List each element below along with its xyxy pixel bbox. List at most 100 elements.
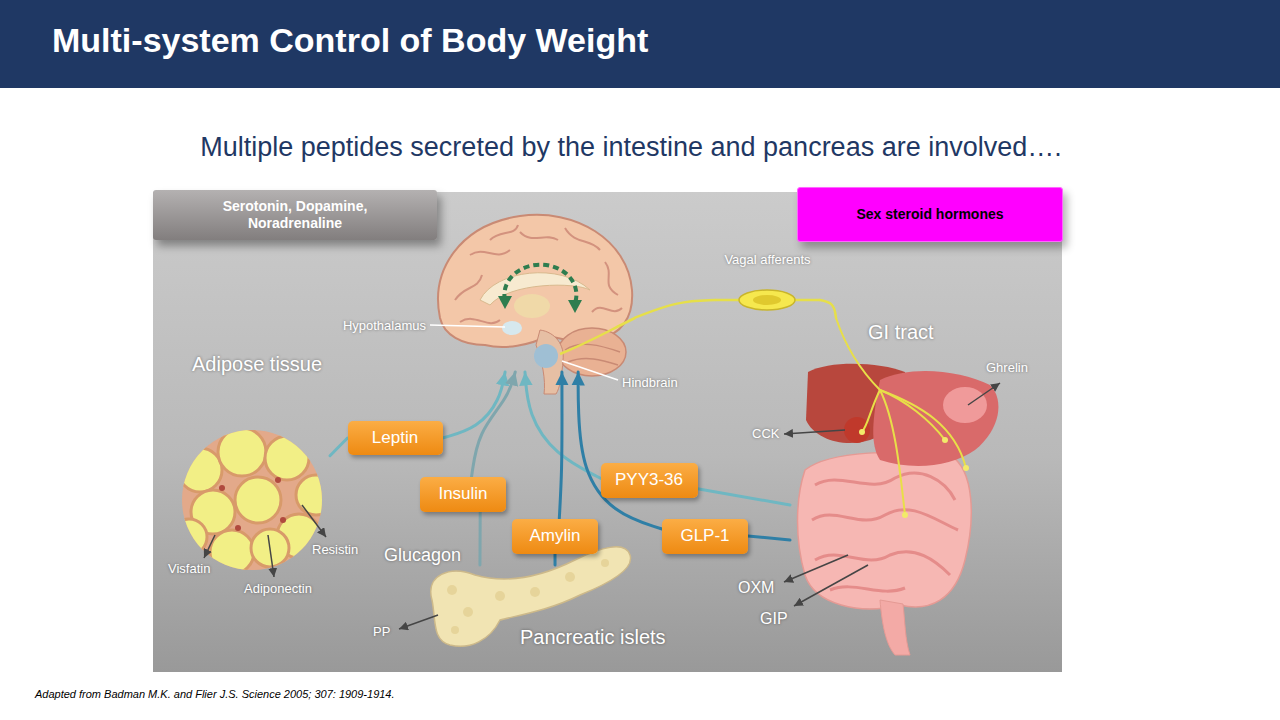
label-anchor: Adiponectin bbox=[244, 581, 312, 597]
hormone-label: CCK bbox=[752, 426, 779, 442]
signal-connector bbox=[559, 372, 562, 519]
leader-line bbox=[562, 361, 618, 380]
small-intestine bbox=[798, 452, 972, 609]
organ-label: GI tract bbox=[868, 320, 978, 344]
fat-cells bbox=[171, 428, 336, 574]
gi-tract-region: GI tract bbox=[790, 318, 985, 658]
gyrus bbox=[565, 228, 600, 250]
hormone-box: Amylin bbox=[512, 519, 598, 554]
pancreas-region: Pancreatic islets bbox=[425, 565, 683, 650]
lobule bbox=[565, 572, 575, 582]
text-anchor: Pancreatic islets bbox=[520, 625, 680, 649]
secretion-arrow bbox=[302, 505, 326, 537]
nerve-stub bbox=[793, 299, 820, 302]
adipose-region: Adipose tissue bbox=[180, 350, 330, 575]
nerve-endings bbox=[859, 429, 969, 518]
subtitle: Multiple peptides secreted by the intest… bbox=[0, 131, 1262, 163]
hindbrain-shape bbox=[534, 344, 558, 368]
label-anchor: Visfatin bbox=[168, 561, 210, 577]
nucleus bbox=[219, 485, 225, 491]
figure-panel bbox=[153, 192, 1062, 672]
ganglion bbox=[739, 290, 795, 310]
text-anchor: Hypothalamus bbox=[328, 318, 426, 334]
text-anchor: Vagal afferents bbox=[707, 252, 828, 268]
hormone-label: Resistin bbox=[312, 542, 358, 558]
signal-connector bbox=[330, 438, 348, 456]
fat-cell bbox=[178, 448, 222, 492]
hormone-label: Visfatin bbox=[168, 561, 210, 577]
gyrus bbox=[455, 275, 482, 300]
nerve-ending bbox=[942, 437, 948, 443]
lobule bbox=[495, 591, 505, 601]
organ-label: Hindbrain bbox=[622, 375, 712, 391]
gyrus bbox=[490, 225, 518, 240]
hormone-label: PP bbox=[373, 624, 390, 640]
box-label: Insulin bbox=[438, 484, 487, 504]
cerebellum bbox=[558, 328, 626, 376]
intestinal-coils bbox=[812, 473, 958, 591]
signal-connector bbox=[635, 300, 715, 318]
signal-connector bbox=[748, 536, 790, 540]
loop-arrowhead bbox=[498, 296, 512, 309]
fat-cell bbox=[210, 530, 254, 574]
hormone-box: Insulin bbox=[420, 477, 506, 512]
title-anchor: Multi-system Control of Body Weight bbox=[52, 20, 648, 61]
slide-title: Multi-system Control of Body Weight bbox=[52, 20, 648, 61]
hormone-label: OXM bbox=[738, 578, 774, 597]
stomach bbox=[873, 371, 998, 466]
hormone-label: Glucagon bbox=[384, 545, 461, 567]
hypothalamus-shape bbox=[502, 321, 522, 335]
lobule bbox=[601, 559, 609, 567]
rectum bbox=[880, 600, 910, 655]
secretion-arrow bbox=[968, 383, 1000, 405]
gyrus bbox=[470, 250, 510, 255]
signal-connector bbox=[554, 554, 557, 566]
signal-connector bbox=[820, 300, 836, 318]
loop-arrowhead bbox=[568, 300, 582, 313]
secretion-arrow bbox=[794, 565, 868, 606]
leader-line bbox=[430, 325, 505, 327]
nucleus bbox=[275, 477, 281, 483]
label-anchor: PP bbox=[373, 624, 390, 640]
hormone-box: Leptin bbox=[348, 421, 443, 455]
feedback-loop bbox=[504, 265, 576, 303]
box-label: Leptin bbox=[372, 428, 418, 448]
title-bar bbox=[0, 0, 1280, 88]
cerebrum bbox=[438, 215, 632, 347]
nerve-ending bbox=[859, 429, 865, 435]
organ-label: Adipose tissue bbox=[192, 352, 332, 376]
caption-anchor: Adapted from Badman M.K. and Flier J.S. … bbox=[35, 688, 395, 701]
thalamus bbox=[514, 294, 550, 318]
box-label: Amylin bbox=[529, 526, 580, 546]
hormone-box: PYY3-36 bbox=[601, 463, 698, 498]
lobule bbox=[530, 587, 540, 597]
cell-nuclei bbox=[219, 477, 286, 531]
fat-cell bbox=[218, 428, 266, 476]
secretion-arrow bbox=[268, 535, 274, 577]
secretion-arrow bbox=[399, 615, 438, 629]
sex-hormone-box: Sex steroid hormones bbox=[797, 187, 1063, 242]
gi-illustration bbox=[784, 318, 1000, 655]
fat-cell bbox=[235, 477, 281, 523]
hormone-label: GIP bbox=[760, 609, 788, 628]
nucleus bbox=[280, 517, 286, 523]
label-anchor: OXM bbox=[738, 578, 774, 597]
nucleus bbox=[235, 525, 241, 531]
organ-label: Vagal afferents bbox=[707, 252, 828, 268]
signal-connector bbox=[578, 372, 662, 529]
label-anchor: Multiple peptides secreted by the intest… bbox=[0, 131, 1262, 163]
nerve-stub bbox=[715, 299, 741, 302]
nerve-ending bbox=[902, 512, 908, 518]
label-anchor: Resistin bbox=[312, 542, 358, 558]
stomach-fundus bbox=[943, 387, 987, 423]
box-label: GLP-1 bbox=[680, 526, 729, 546]
hormone-label: Ghrelin bbox=[986, 360, 1028, 376]
duodenum bbox=[844, 417, 870, 443]
label-anchor: Glucagon bbox=[384, 545, 461, 567]
citation: Adapted from Badman M.K. and Flier J.S. … bbox=[35, 688, 395, 701]
fat-cell bbox=[265, 436, 309, 480]
lobule bbox=[447, 585, 457, 595]
brain-region: HypothalamusHindbrain bbox=[432, 212, 635, 372]
brain-illustration bbox=[430, 215, 635, 394]
